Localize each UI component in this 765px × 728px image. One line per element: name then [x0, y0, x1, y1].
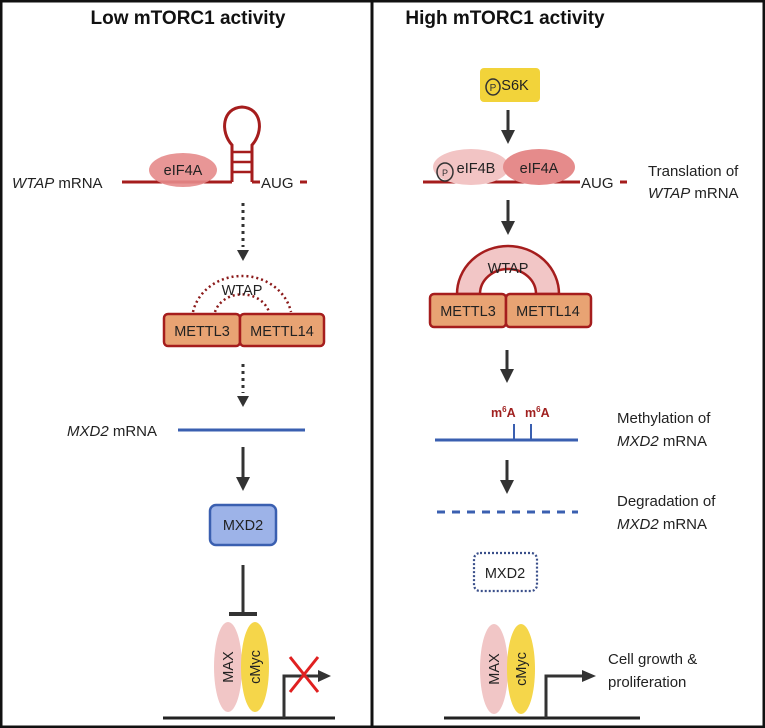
methylation-label-line1: Methylation of	[617, 410, 711, 427]
m6a-mark-1: m6A	[491, 405, 516, 420]
wtap-mrna-label: WTAP mRNA	[12, 175, 103, 192]
outcome-label-line1: Cell growth &	[608, 651, 697, 668]
cmyc-label: cMyc	[514, 652, 530, 686]
mxd2-protein-box	[208, 503, 278, 547]
eif4a-label: eIF4A	[164, 163, 203, 179]
mxd2-mrna-label: MXD2 mRNA	[67, 423, 157, 440]
mettl14-label: METTL14	[516, 304, 580, 320]
mettl3-label: METTL3	[440, 304, 496, 320]
translation-label-line1: Translation of	[648, 163, 739, 180]
s6k-label: S6K	[501, 78, 529, 94]
max-protein	[214, 622, 242, 712]
cmyc-protein	[241, 622, 269, 712]
stem-loop	[223, 105, 261, 182]
arrow-head-icon	[501, 221, 515, 235]
outcome-label-line2: proliferation	[608, 674, 686, 691]
mettl14-box	[504, 292, 593, 329]
right-panel-title: High mTORC1 activity	[405, 8, 605, 29]
dotted-arrow-head-icon	[237, 250, 249, 261]
mxd2-protein-absent-box	[472, 551, 539, 593]
cmyc-label: cMyc	[248, 650, 264, 684]
promoter-arrow-head-icon	[318, 670, 331, 682]
degradation-label-line1: Degradation of	[617, 493, 716, 510]
left-panel: Low mTORC1 activity WTAP mRNA eIF4A AUG …	[12, 8, 335, 720]
translation-label-line2: WTAP mRNA	[648, 185, 739, 202]
mxd2-protein-label: MXD2	[485, 566, 525, 582]
wtap-label-faded: WTAP	[222, 283, 263, 299]
eif4a-label: eIF4A	[520, 161, 559, 177]
right-panel: High mTORC1 activity P S6K P eIF4B eIF4A…	[405, 8, 739, 720]
promoter-arrow-head-icon	[582, 670, 596, 682]
max-label: MAX	[221, 651, 237, 683]
phospho-icon	[436, 162, 454, 182]
m6a-mark-2: m6A	[525, 405, 550, 420]
wtap-inner-arc-dotted	[213, 293, 271, 313]
max-protein	[480, 624, 508, 714]
mettl14-label: METTL14	[250, 324, 314, 340]
eif4a-protein	[149, 153, 217, 187]
phospho-icon	[485, 78, 501, 96]
s6k-box	[480, 68, 540, 102]
max-label: MAX	[487, 653, 503, 685]
arrow-head-icon	[500, 369, 514, 383]
wtap-arch	[455, 244, 561, 296]
aug-codon-label: AUG	[581, 175, 614, 192]
svg-text:P: P	[442, 168, 448, 178]
mettl14-box	[238, 312, 326, 348]
wtap-label: WTAP	[488, 261, 529, 277]
arrow-head-icon	[501, 130, 515, 144]
mxd2-protein-label: MXD2	[223, 518, 263, 534]
svg-text:P: P	[490, 83, 497, 94]
mettl3-label: METTL3	[174, 324, 230, 340]
promoter-arrow	[544, 674, 584, 718]
methylation-label-line2: MXD2 mRNA	[617, 433, 707, 450]
arrow-head-icon	[500, 480, 514, 494]
degradation-label-line2: MXD2 mRNA	[617, 516, 707, 533]
dotted-arrow-head-icon	[237, 396, 249, 407]
promoter-arrow	[282, 674, 320, 718]
arrow-head-icon	[236, 477, 250, 491]
cmyc-protein	[507, 624, 535, 714]
eif4b-label: eIF4B	[457, 161, 496, 177]
wtap-outer-arc-dotted	[191, 274, 293, 313]
aug-codon-label: AUG	[261, 175, 294, 192]
eif4a-protein	[503, 149, 575, 185]
left-panel-title: Low mTORC1 activity	[91, 8, 286, 29]
